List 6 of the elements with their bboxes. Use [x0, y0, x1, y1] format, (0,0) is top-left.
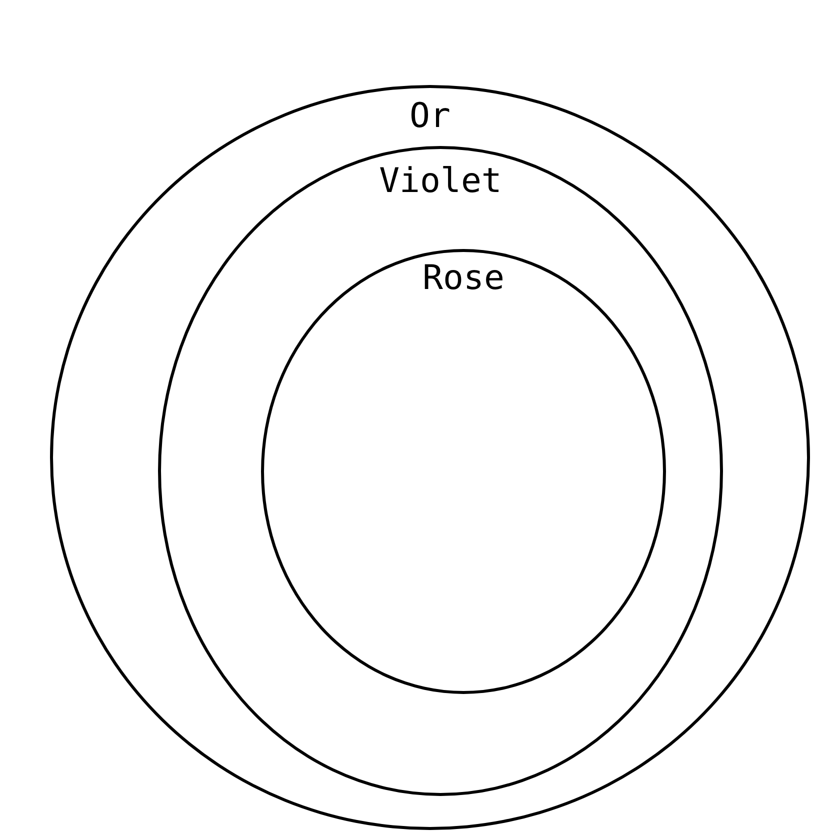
ring-label: Rose [422, 260, 504, 296]
ring-circle [50, 85, 810, 830]
ring-circle [261, 249, 666, 694]
ring-label: Violet [379, 163, 502, 199]
ring-circle [158, 146, 723, 796]
ring-label: Or [410, 98, 450, 134]
